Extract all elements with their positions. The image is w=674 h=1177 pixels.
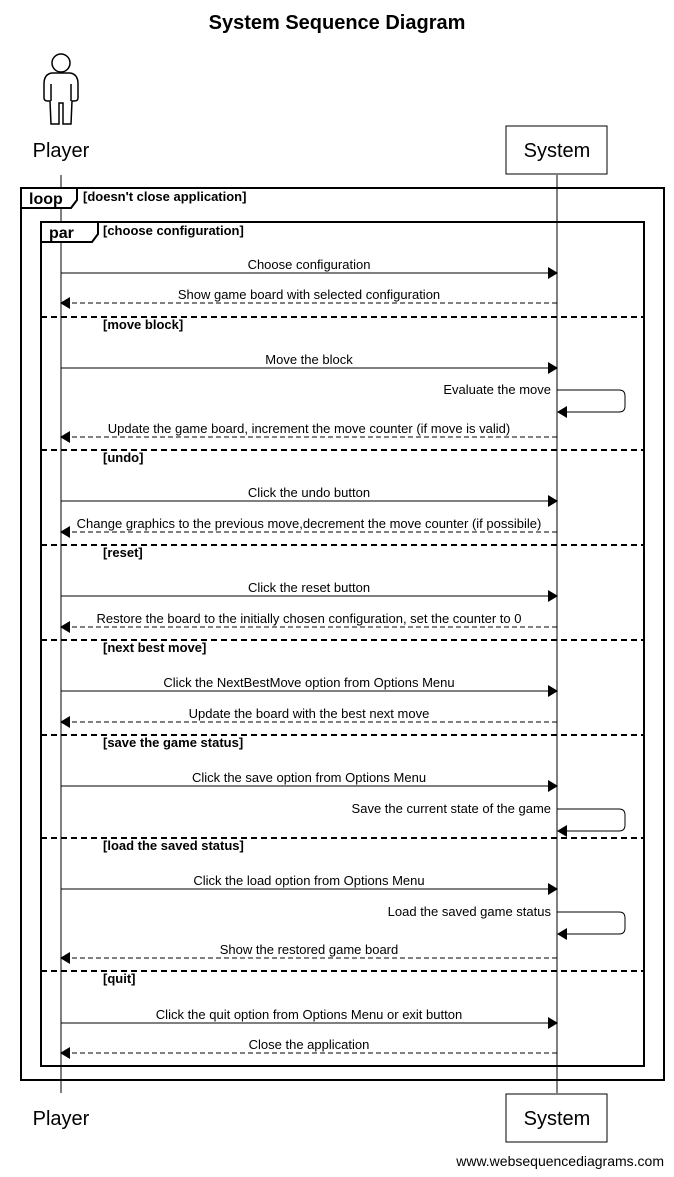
loop-tab [20, 187, 78, 209]
section-guard: [move block] [103, 317, 183, 332]
loop-frame [20, 187, 665, 1081]
self-message-arrow [557, 808, 626, 837]
message-label: Show game board with selected configurat… [178, 287, 440, 302]
message-label: Update the board with the best next move [189, 706, 430, 721]
section-guard: [choose configuration] [103, 223, 244, 238]
par-tab [40, 221, 99, 243]
message-label: Save the current state of the game [352, 801, 551, 816]
message-label: Change graphics to the previous move,dec… [77, 516, 542, 531]
message-label: Close the application [249, 1037, 370, 1052]
section-guard: [load the saved status] [103, 838, 244, 853]
section-guard: [next best move] [103, 640, 206, 655]
par-keyword: par [49, 225, 74, 242]
message-label: Choose configuration [248, 257, 371, 272]
section-guard: [quit] [103, 971, 135, 986]
player-label-top: Player [33, 140, 90, 162]
self-message-arrow [557, 911, 626, 940]
section-guard: [save the game status] [103, 735, 243, 750]
section-guard: [reset] [103, 545, 143, 560]
player-label-bottom: Player [33, 1108, 90, 1130]
message-label: Show the restored game board [220, 942, 399, 957]
loop-keyword: loop [29, 191, 63, 208]
message-label: Load the saved game status [388, 904, 552, 919]
loop-guard: [doesn't close application] [83, 189, 246, 204]
par-sections: [choose configuration] Choose configurati… [41, 223, 644, 1059]
system-label-bottom: System [524, 1108, 591, 1130]
message-label: Click the reset button [248, 580, 370, 595]
message-label: Restore the board to the initially chose… [97, 611, 522, 626]
message-label: Click the undo button [248, 485, 370, 500]
message-label: Click the NextBestMove option from Optio… [163, 675, 454, 690]
diagram-title: System Sequence Diagram [209, 12, 466, 34]
message-label: Evaluate the move [443, 382, 551, 397]
player-actor-icon [43, 53, 79, 125]
message-label: Click the load option from Options Menu [193, 873, 424, 888]
system-label-top: System [524, 140, 591, 162]
system-box-bottom [505, 1093, 608, 1143]
message-label: Click the quit option from Options Menu … [156, 1007, 462, 1022]
self-message-arrow [557, 389, 626, 418]
message-label: Move the block [265, 352, 353, 367]
section-guard: [undo] [103, 450, 143, 465]
message-label: Update the game board, increment the mov… [108, 421, 510, 436]
message-label: Click the save option from Options Menu [192, 770, 426, 785]
par-frame [40, 221, 645, 1067]
system-box-top [505, 125, 608, 175]
footer-credit: www.websequencediagrams.com [455, 1153, 664, 1169]
